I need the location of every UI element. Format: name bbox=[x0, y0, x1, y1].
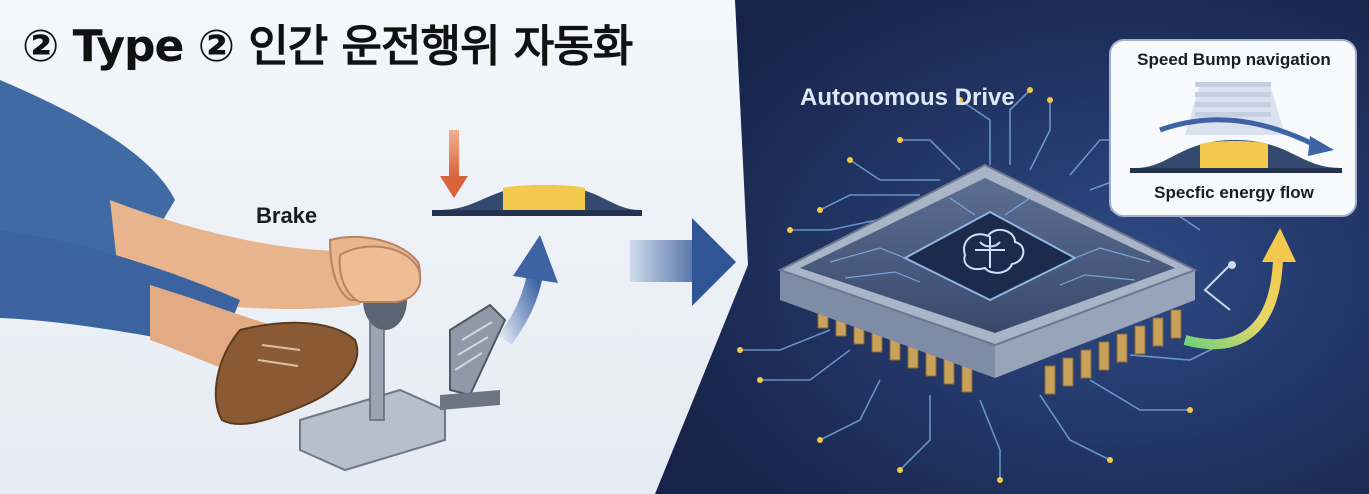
energy-arrow bbox=[1183, 228, 1296, 350]
speed-bump-icon bbox=[432, 185, 642, 216]
inset-title: Speed Bump navigation bbox=[1137, 50, 1331, 69]
press-arrow bbox=[440, 130, 468, 198]
brake-label: Brake bbox=[256, 203, 318, 228]
inset-caption: Specfic energy flow bbox=[1154, 183, 1314, 202]
inset-panel bbox=[1109, 39, 1357, 217]
ai-chip-icon bbox=[777, 163, 1198, 395]
hand-on-gear-icon bbox=[338, 245, 422, 303]
transition-arrow bbox=[630, 218, 736, 306]
brake-pedal-icon bbox=[440, 303, 507, 410]
page-title: ② Type ② 인간 운전행위 자동화 bbox=[22, 21, 633, 72]
autonomous-drive-label: Autonomous Drive bbox=[800, 84, 1015, 111]
bracket-node bbox=[1203, 261, 1236, 311]
brain-icon bbox=[963, 228, 1025, 274]
lift-arrow bbox=[498, 235, 558, 345]
leg-shoe-icon bbox=[214, 321, 359, 426]
